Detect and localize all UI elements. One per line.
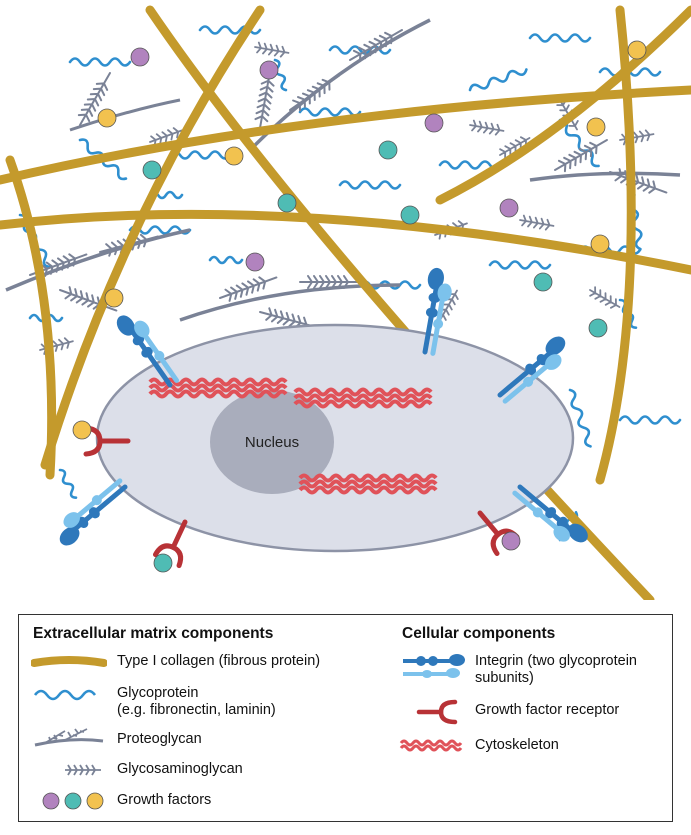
collagen-fiber-icon — [31, 656, 107, 667]
legend-label: Growth factor receptor — [475, 702, 620, 718]
growth-factor — [72, 420, 92, 440]
legend-item-proteoglycan: Proteoglycan — [31, 725, 202, 751]
integrin-icon — [403, 654, 465, 678]
growth-factor — [245, 252, 265, 272]
nucleus-label: Nucleus — [245, 434, 299, 451]
proteoglycan-icon — [34, 728, 104, 747]
cell-membrane — [95, 323, 575, 553]
legend-item-growth-factors: Growth factors — [31, 791, 211, 811]
growth-factor — [627, 40, 647, 60]
glycoprotein-icon — [33, 689, 97, 701]
growth-factors — [97, 40, 647, 338]
collagen-fibers — [0, 5, 691, 600]
growth-factor — [499, 198, 519, 218]
legend-item-growth-factor-receptor: Growth factor receptor — [399, 699, 619, 725]
growth-factor — [586, 117, 606, 137]
legend-item-cytoskeleton: Cytoskeleton — [399, 737, 559, 755]
growth-factor — [378, 140, 398, 160]
growth-factor-receptors — [72, 420, 521, 573]
legend-label: Proteoglycan — [117, 731, 202, 747]
legend: Extracellular matrix components Cellular… — [18, 614, 673, 822]
legend-item-collagen: Type I collagen (fibrous protein) — [31, 653, 320, 671]
legend-item-glycoprotein: Glycoprotein(e.g. fibronectin, laminin) — [31, 685, 276, 719]
growth-factor-icons — [42, 792, 104, 810]
cytoskeleton-icon — [399, 739, 463, 752]
nucleus — [210, 390, 334, 494]
legend-label: Glycoprotein(e.g. fibronectin, laminin) — [117, 685, 276, 718]
growth-factor — [533, 272, 553, 292]
glycosaminoglycan-icon — [65, 764, 101, 776]
growth-factor — [97, 108, 117, 128]
growth-factor — [424, 113, 444, 133]
growth-factor — [153, 553, 173, 573]
growth-factor — [277, 193, 297, 213]
legend-label: Glycosaminoglycan — [117, 761, 243, 777]
growth-factor — [142, 160, 162, 180]
legend-label: Growth factors — [117, 792, 212, 808]
proteoglycans — [5, 18, 681, 356]
growth-factor — [588, 318, 608, 338]
cellular-heading: Cellular components — [402, 625, 556, 642]
ecm-heading: Extracellular matrix components — [33, 625, 274, 642]
legend-label: Type I collagen (fibrous protein) — [117, 653, 321, 669]
ecm-diagram: Nucleus — [0, 5, 691, 600]
growth-factor-receptor-icon — [416, 699, 458, 725]
growth-factor — [501, 531, 521, 551]
growth-factor — [224, 146, 244, 166]
legend-label: Cytoskeleton — [475, 737, 559, 753]
growth-factor — [400, 205, 420, 225]
growth-factor — [130, 47, 150, 67]
growth-factor — [259, 60, 279, 80]
growth-factor — [104, 288, 124, 308]
growth-factor — [590, 234, 610, 254]
legend-item-glycosaminoglycan: Glycosaminoglycan — [31, 761, 243, 779]
